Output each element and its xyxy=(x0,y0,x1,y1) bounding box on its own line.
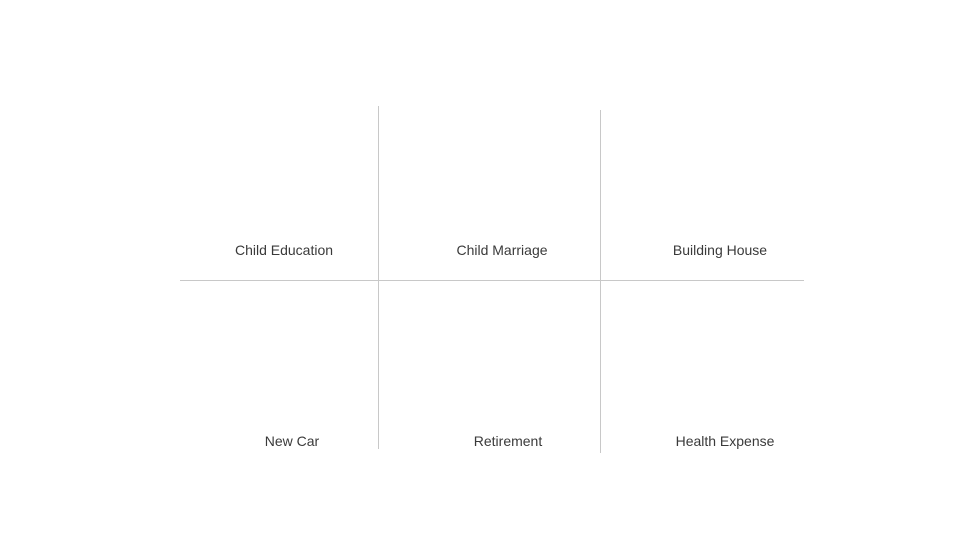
goal-child-marriage[interactable]: Child Marriage xyxy=(456,242,548,258)
goal-building-house[interactable]: Building House xyxy=(672,242,768,258)
goal-retirement[interactable]: Retirement xyxy=(473,433,543,449)
vertical-divider-right xyxy=(600,110,601,453)
horizontal-divider xyxy=(180,280,804,281)
vertical-divider-left xyxy=(378,106,379,449)
goal-health-expense[interactable]: Health Expense xyxy=(675,433,775,449)
goal-new-car[interactable]: New Car xyxy=(264,433,320,449)
goal-child-education[interactable]: Child Education xyxy=(234,242,334,258)
